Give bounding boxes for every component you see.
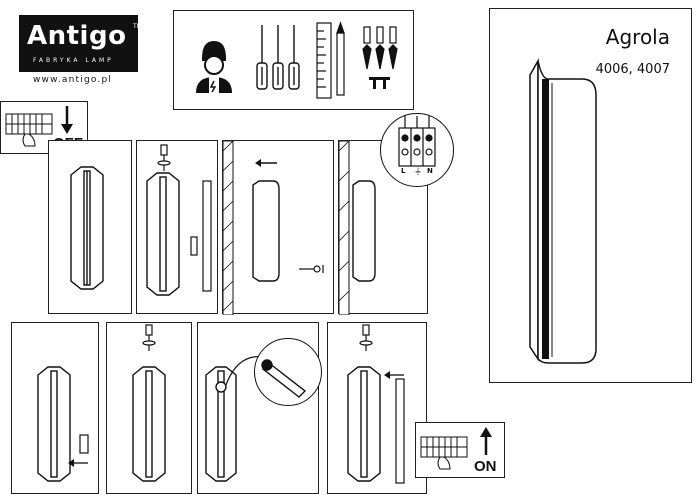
terminal-label-neutral: N — [427, 167, 433, 175]
screwdriver-icon — [256, 25, 300, 90]
step-1-panel — [48, 140, 132, 314]
bulb-socket-detail — [254, 338, 322, 406]
required-tools-panel — [173, 10, 414, 110]
terminal-block-icon — [398, 116, 436, 167]
cover-part-icon — [79, 434, 89, 454]
lamp-front-icon — [132, 366, 166, 482]
arrow-up-icon — [480, 427, 492, 455]
lamp-side-icon — [252, 180, 280, 282]
fuse-box-icon — [5, 113, 53, 147]
brand-trademark: TM — [133, 23, 142, 30]
lamp-front-icon — [70, 166, 104, 290]
earth-symbol-icon: ⏚ — [414, 167, 422, 176]
screwdriver-icon — [157, 144, 171, 171]
step-8-panel — [327, 322, 427, 494]
lamp-side-icon — [352, 180, 376, 282]
terminal-block-detail: L ⏚ N — [380, 113, 454, 187]
arrow-left-icon — [255, 159, 277, 167]
step-2-panel — [136, 140, 218, 314]
arrow-left-icon — [68, 459, 88, 467]
power-on-step: ON — [415, 422, 505, 478]
terminal-label-live: L — [401, 167, 406, 175]
product-name: Agrola — [605, 25, 670, 49]
screwdriver-icon — [359, 324, 373, 351]
brand-url: www.antigo.pl — [33, 75, 113, 85]
power-on-label: ON — [474, 458, 497, 475]
step-6-panel — [106, 322, 192, 494]
arrow-left-icon — [384, 371, 404, 379]
electrician-icon — [196, 41, 232, 93]
ruler-icon — [316, 22, 332, 99]
fuse-box-icon — [420, 436, 468, 470]
diffuser-part-icon — [190, 180, 212, 292]
step-5-panel — [11, 322, 99, 494]
brand-name: Antigo — [27, 21, 127, 51]
lamp-front-icon — [347, 366, 381, 482]
screwdriver-icon — [142, 324, 156, 351]
lamp-front-icon — [205, 366, 237, 482]
light-source-icon — [261, 359, 307, 398]
brand-subtitle: FABRYKA LAMP — [33, 57, 114, 64]
wall-plugs-icon — [362, 26, 398, 70]
step-3-panel — [222, 140, 334, 315]
lamp-front-icon — [146, 172, 180, 296]
pencil-icon — [336, 21, 345, 96]
brand-logo: Antigo TM FABRYKA LAMP — [19, 15, 142, 72]
lamp-front-icon — [37, 366, 71, 482]
arrow-down-icon — [61, 106, 73, 134]
wall-screw-icon — [299, 265, 324, 273]
product-panel: Agrola 4006, 4007 — [489, 8, 692, 383]
diffuser-part-icon — [395, 378, 405, 484]
product-codes: 4006, 4007 — [595, 62, 670, 77]
power-off-step: OFF — [0, 101, 88, 154]
screws-icon — [369, 77, 390, 89]
lamp-illustration — [529, 58, 597, 364]
